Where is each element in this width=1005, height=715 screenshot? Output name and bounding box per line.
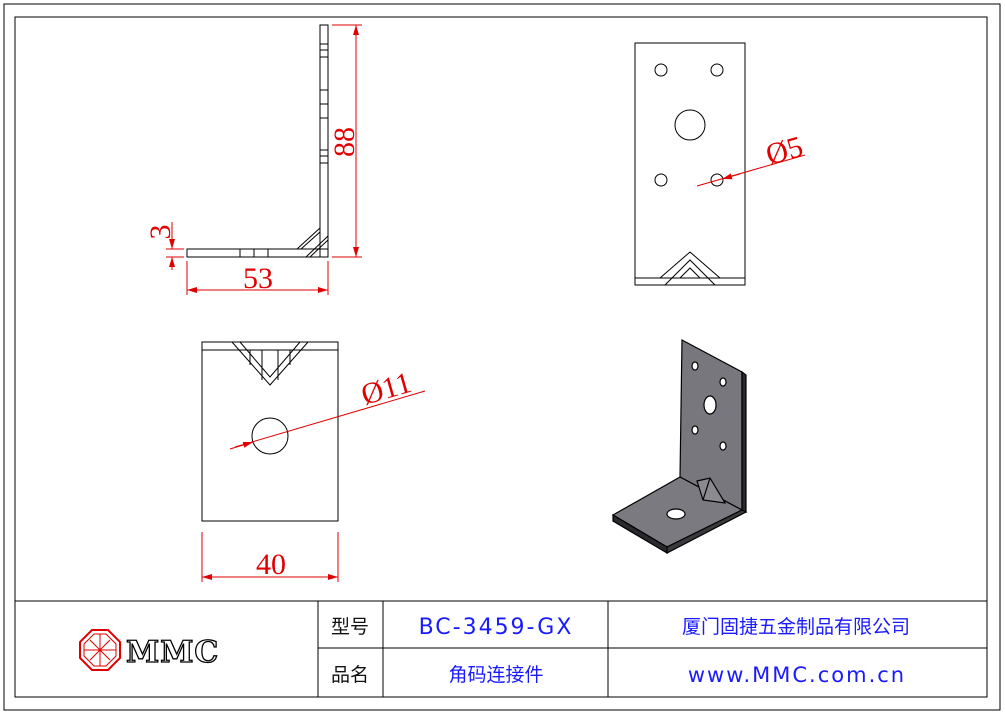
logo-text: MMC [126,635,219,670]
dimension-bottom-width-label: 40 [256,548,286,581]
dimension-thickness-label: 3 [144,225,177,240]
dimension-thickness: 3 [144,222,184,270]
front-view [634,42,746,286]
dimension-height: 88 [328,24,362,258]
name-value: 角码连接件 [448,664,543,686]
dimension-side-width: 53 [186,261,329,295]
dimension-large-hole: Ø11 [229,366,426,450]
company-name: 厦门固捷五金制品有限公司 [682,616,910,638]
outer-frame [3,3,1001,711]
model-label: 型号 [331,616,369,638]
title-block: MMC 型号 BC-3459-GX 品名 角码连接件 厦门固捷五金制品有限公司 … [15,600,987,697]
name-label: 品名 [331,664,369,686]
website: www.MMC.com.cn [688,663,906,687]
dimension-height-label: 88 [328,127,361,157]
model-value: BC-3459-GX [419,615,574,640]
dimension-large-hole-label: Ø11 [358,366,416,412]
dimension-side-width-label: 53 [243,262,273,295]
dimension-small-hole-label: Ø5 [762,130,806,172]
inner-frame [14,16,988,698]
company-logo: MMC [79,629,219,671]
dimension-bottom-width: 40 [201,532,339,582]
side-view [186,24,329,258]
isometric-view [611,339,748,555]
dimension-small-hole: Ø5 [696,130,807,187]
bottom-view [201,341,339,522]
